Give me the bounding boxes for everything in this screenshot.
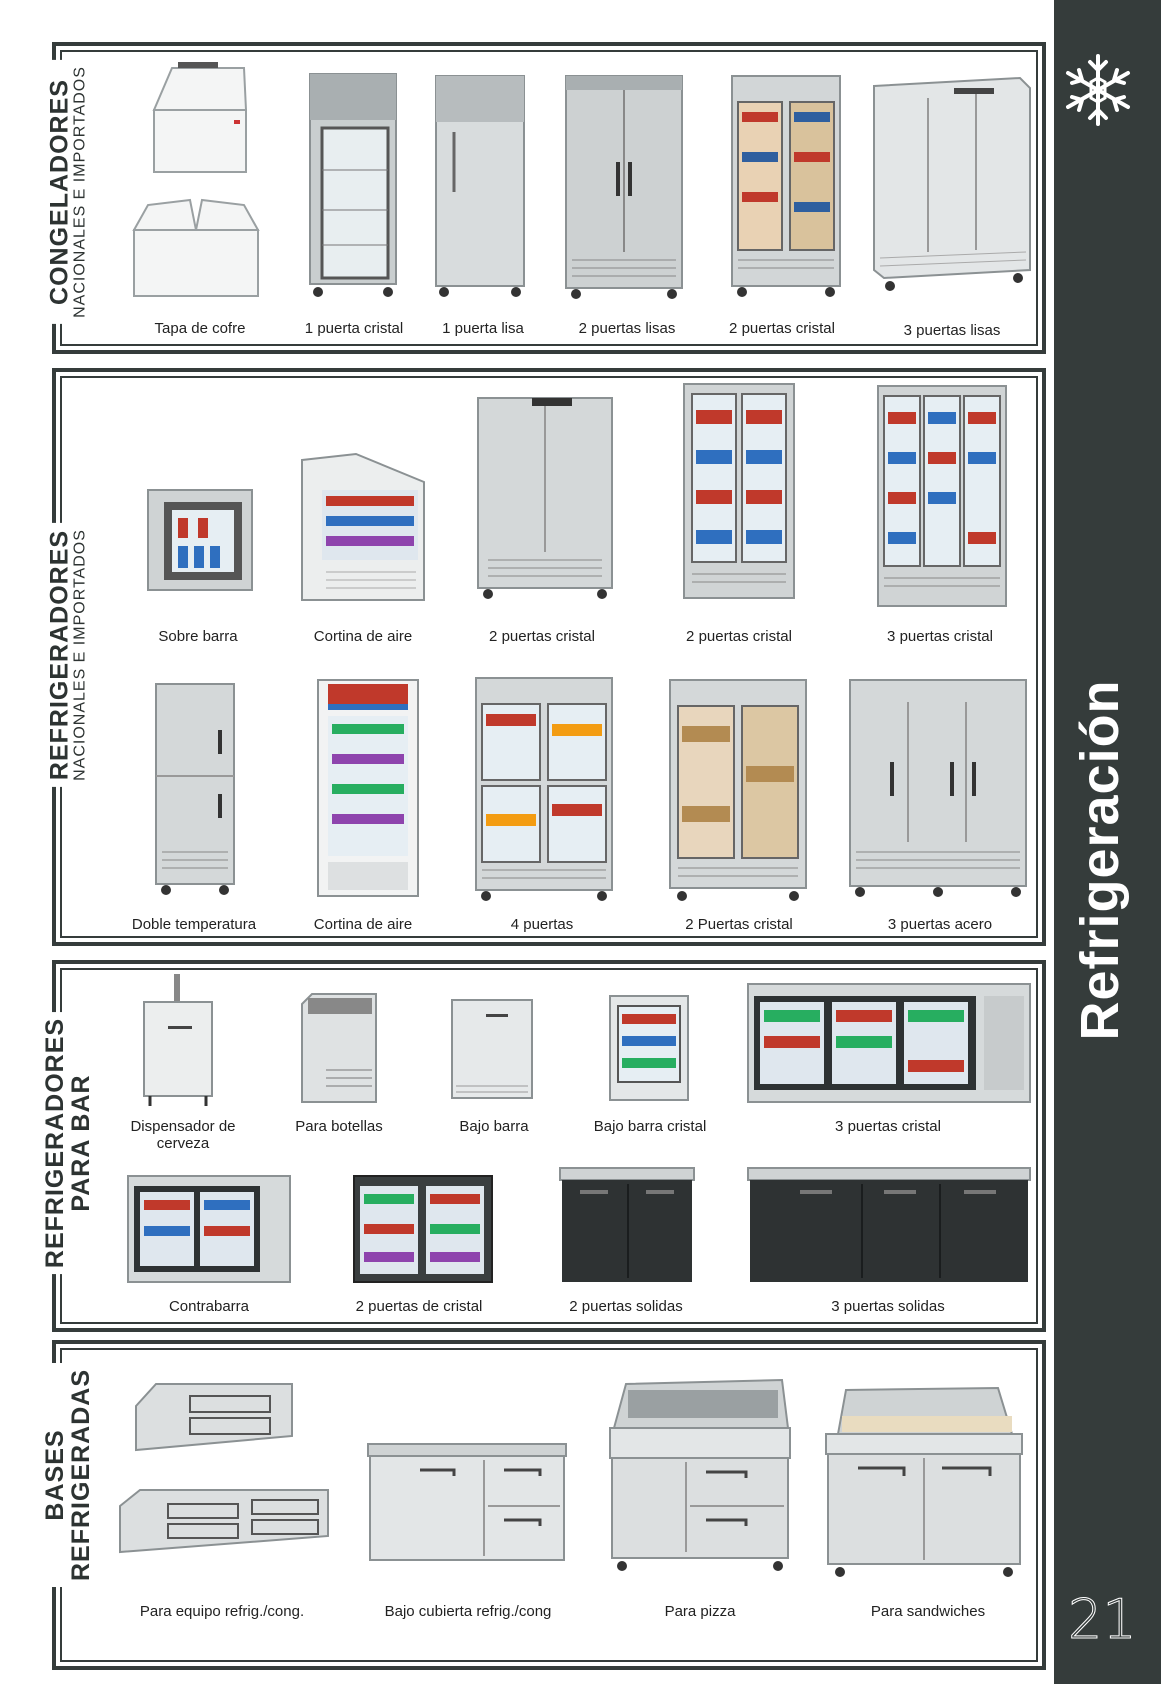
countertop-glass-fridge-image	[147, 489, 253, 591]
bar-3-glass-doors-image	[747, 983, 1031, 1103]
caption: Doble temperatura	[131, 916, 257, 933]
caption: 3 puertas solidas	[831, 1298, 945, 1315]
caption: Para sandwiches	[870, 1603, 986, 1620]
dual-temperature-fridge-image	[155, 683, 235, 895]
fridge-3-steel-doors-image	[849, 679, 1027, 897]
caption: 2 puertas solidas	[569, 1298, 683, 1315]
caption: Bajo barra	[459, 1118, 529, 1135]
freezer-1-solid-door-image	[435, 75, 525, 297]
caption: Contrabarra	[168, 1298, 250, 1315]
bar-3-solid-doors-image	[747, 1167, 1031, 1282]
caption: Dispensador de cerveza	[130, 1118, 236, 1153]
caption: Tapa de cofre	[154, 320, 246, 337]
pizza-prep-table-image	[609, 1378, 791, 1571]
fridge-2-glass-doors-food-image	[669, 679, 807, 901]
caption: 2 puertas cristal	[489, 628, 595, 645]
section-title: CONGELADORES	[45, 79, 74, 305]
freezer-1-glass-door-image	[309, 73, 397, 297]
bottle-cooler-image	[301, 993, 377, 1103]
caption: 3 puertas cristal	[835, 1118, 941, 1135]
section-subtitle: PARA BAR	[67, 1074, 95, 1212]
caption: Cortina de aire	[313, 628, 413, 645]
caption: 1 puerta cristal	[304, 320, 404, 337]
caption: 2 puertas de cristal	[355, 1298, 483, 1315]
fridge-4-doors-image	[475, 677, 613, 901]
section-subtitle: REFRIGERADAS	[67, 1368, 95, 1582]
open-air-curtain-fridge-image	[301, 452, 425, 601]
fridge-3-glass-doors-image	[877, 385, 1007, 607]
chest-freezer-image	[132, 62, 260, 297]
back-bar-cooler-image	[127, 1175, 291, 1283]
section-title: REFRIGERADORES	[45, 529, 74, 781]
caption: 2 puertas cristal	[729, 320, 835, 337]
caption: 4 puertas	[510, 916, 574, 933]
caption: 2 Puertas cristal	[685, 916, 793, 933]
undercounter-fridge-image	[451, 999, 533, 1099]
caption: Para equipo refrig./cong.	[139, 1603, 305, 1620]
section-title: REFRIGERADORES	[40, 1017, 69, 1269]
caption: 2 puertas lisas	[578, 320, 676, 337]
chef-base-equipment-stand-image	[119, 1383, 329, 1554]
section-label-bar: REFRIGERADORES PARA BAR	[40, 1011, 95, 1275]
caption: 3 puertas acero	[887, 916, 993, 933]
undercounter-drawer-fridge-image	[367, 1443, 567, 1561]
undercounter-glass-fridge-image	[609, 995, 689, 1101]
caption: Cortina de aire	[313, 916, 413, 933]
page-number: 21	[1068, 1588, 1138, 1652]
fridge-2-doors-steel-image	[477, 397, 613, 599]
caption: Bajo cubierta refrig./cong	[384, 1603, 552, 1620]
caption: 1 puerta lisa	[442, 320, 524, 337]
air-curtain-merchandiser-image	[317, 679, 419, 897]
fridge-2-glass-doors-image	[683, 383, 795, 599]
snowflake-icon	[1066, 54, 1130, 126]
caption: Para pizza	[664, 1603, 736, 1620]
sandwich-prep-table-image	[825, 1386, 1023, 1577]
caption: Sobre barra	[158, 628, 238, 645]
bar-2-glass-doors-image	[353, 1175, 493, 1283]
section-label-refrigeradores: REFRIGERADORES NACIONALES E IMPORTADOS	[45, 523, 90, 787]
caption: 3 puertas lisas	[903, 322, 1001, 339]
section-label-congeladores: CONGELADORES NACIONALES E IMPORTADOS	[45, 60, 90, 324]
freezer-2-solid-doors-image	[565, 75, 683, 299]
sidebar	[1054, 0, 1161, 1684]
section-subtitle: NACIONALES E IMPORTADOS	[71, 529, 89, 781]
section-label-bases: BASES REFRIGERADAS	[40, 1362, 95, 1588]
caption: Bajo barra cristal	[593, 1118, 707, 1135]
caption: 3 puertas cristal	[887, 628, 993, 645]
bar-2-solid-doors-image	[559, 1167, 695, 1282]
freezer-3-solid-doors-image	[873, 76, 1031, 291]
caption: Para botellas	[295, 1118, 383, 1135]
page-title: Refrigeración	[1070, 679, 1130, 1041]
freezer-2-glass-doors-image	[731, 75, 841, 297]
section-subtitle: NACIONALES E IMPORTADOS	[71, 66, 89, 318]
beer-dispenser-image	[143, 974, 213, 1106]
section-title: BASES	[40, 1429, 69, 1521]
caption: 2 puertas cristal	[686, 628, 792, 645]
